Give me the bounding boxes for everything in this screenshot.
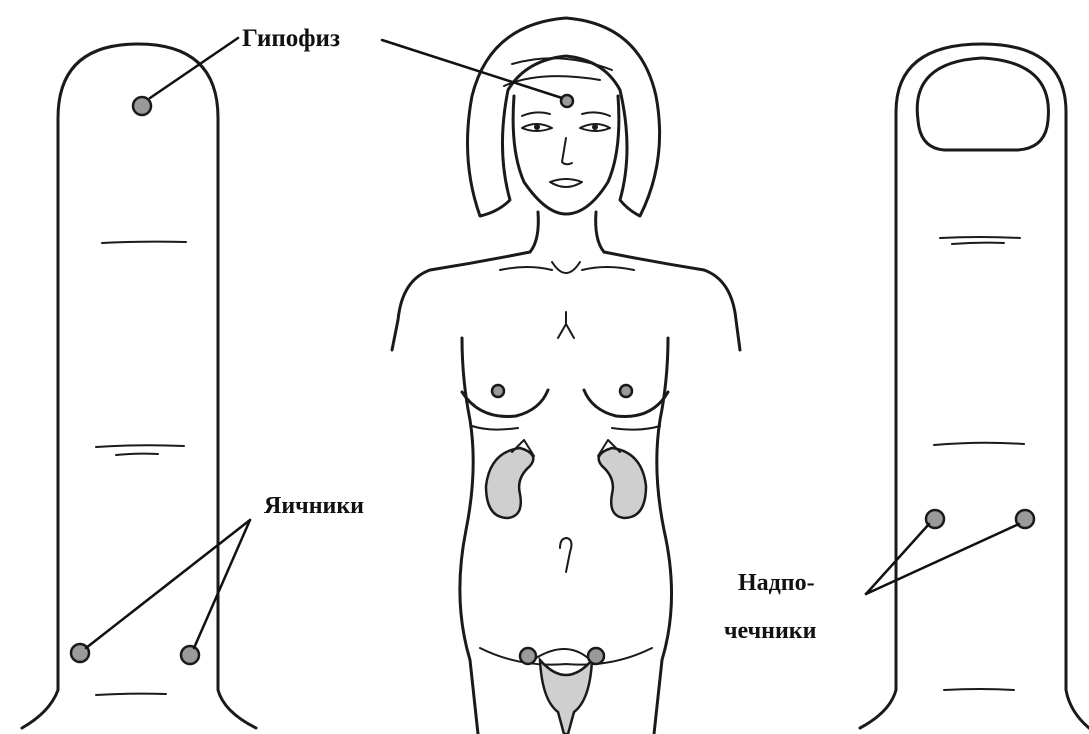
- right-eyebrow: [582, 112, 610, 116]
- left-finger-crease-2b: [116, 454, 158, 455]
- labels: Гипофиз Яичники Надпо- чечники: [242, 25, 817, 644]
- neck: [530, 212, 604, 252]
- waist-line-left: [472, 426, 518, 430]
- mouth: [550, 179, 582, 187]
- torso-left-side: [460, 338, 478, 734]
- left-pupil: [534, 124, 540, 130]
- label-ovaries: Яичники: [264, 493, 364, 519]
- right-finger-crease-2: [934, 443, 1024, 445]
- right-finger-nail: [917, 58, 1048, 150]
- ovary-left-body: [520, 648, 536, 664]
- left-clavicle: [500, 267, 552, 270]
- ovaries-leader-left: [86, 520, 250, 648]
- right-pupil: [592, 124, 598, 130]
- nose: [562, 138, 572, 164]
- left-finger: [22, 44, 256, 728]
- ovary-right-body: [588, 648, 604, 664]
- left-finger-outline: [22, 44, 256, 728]
- left-kidney: [486, 448, 533, 518]
- right-kidney: [599, 448, 646, 518]
- pelvis-line: [480, 648, 652, 665]
- woman-figure: [392, 18, 740, 734]
- fallopian-tubes: [536, 649, 588, 658]
- waist-line-right: [612, 426, 660, 430]
- uterus: [540, 660, 592, 734]
- left-eyebrow: [522, 112, 550, 116]
- left-nipple: [492, 385, 504, 397]
- ovary-point-right: [181, 646, 199, 664]
- pituitary-point-head: [561, 95, 573, 107]
- right-finger-crease-3: [944, 689, 1014, 690]
- left-shoulder-arm: [392, 252, 530, 350]
- adrenals-leader-right: [866, 524, 1019, 594]
- label-adrenals-line1: Надпо-: [738, 570, 815, 596]
- left-finger-crease-3: [96, 694, 166, 695]
- right-clavicle: [582, 267, 634, 270]
- right-shoulder-arm: [604, 252, 740, 350]
- left-finger-crease-1: [102, 242, 186, 243]
- right-finger: [860, 44, 1089, 728]
- pituitary-point-finger: [133, 97, 151, 115]
- label-adrenals-line2: чечники: [724, 618, 817, 644]
- neck-notch: [552, 262, 580, 273]
- right-finger-outline: [860, 44, 1089, 728]
- pituitary-leader-head: [382, 40, 562, 98]
- right-nipple: [620, 385, 632, 397]
- leader-lines: [86, 38, 1019, 648]
- left-finger-crease-2: [96, 445, 184, 447]
- right-finger-crease-1: [940, 237, 1020, 238]
- left-breast: [462, 390, 548, 417]
- ovaries-leader-right: [194, 520, 250, 648]
- label-pituitary: Гипофиз: [242, 25, 340, 52]
- navel: [560, 538, 571, 572]
- sternum-mark: [558, 312, 574, 338]
- right-finger-crease-1b: [952, 243, 1004, 244]
